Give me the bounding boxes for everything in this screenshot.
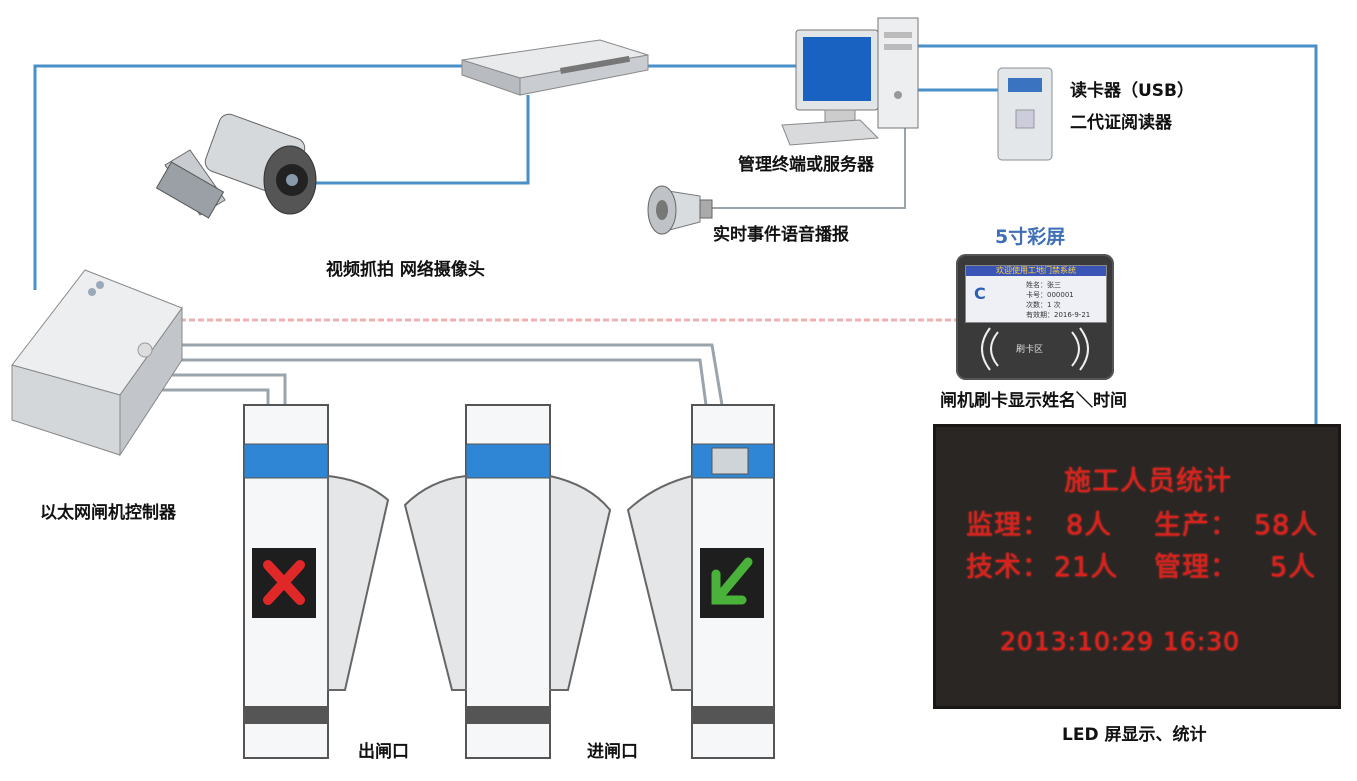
gate-cables [155, 343, 724, 406]
speaker-cable [710, 125, 906, 209]
led-caption: LED 屏显示、统计 [1062, 725, 1207, 745]
lcd-name: 姓名：张三 [1026, 281, 1061, 289]
network-switch [461, 39, 649, 96]
company-logo-icon: C [974, 284, 986, 303]
usb-card-reader [997, 67, 1053, 161]
speaker-label: 实时事件语音播报 [713, 225, 849, 245]
led-management-count: 5人 [1270, 552, 1317, 583]
ethernet-gate-controller [11, 269, 183, 457]
management-computer [781, 17, 919, 146]
middle-gate-post [465, 404, 551, 759]
led-statistics-board: 施工人员统计 监理： 8人 生产： 58人 技术： 21人 管理： 5人 201… [933, 424, 1341, 709]
speaker-horn [647, 185, 713, 235]
exit-gate-label: 出闸口 [358, 742, 409, 762]
lcd-header: 欢迎使用工地门禁系统 [966, 266, 1106, 276]
lcd-display: 欢迎使用工地门禁系统 C 姓名：张三 卡号：000001 次数：1 次 有效期：… [965, 265, 1107, 323]
reader-label-line2: 二代证阅读器 [1070, 113, 1172, 133]
red-x-icon [263, 560, 305, 605]
network-cables [33, 44, 1318, 424]
reader-label-line1: 读卡器（USB） [1070, 81, 1195, 101]
lcd-count: 次数：1 次 [1026, 301, 1061, 309]
server-led-cable [918, 44, 1318, 424]
led-technical-count: 21人 [1054, 552, 1119, 583]
rfid-waves-icon [981, 327, 1089, 371]
controller-switch-cable [33, 64, 462, 290]
led-management-label: 管理： [1154, 552, 1238, 583]
gate-flaps [327, 474, 693, 691]
screen-caption: 闸机刷卡显示姓名＼时间 [940, 391, 1127, 411]
lcd-valid: 有效期：2016-9-21 [1026, 311, 1091, 319]
green-arrow-icon [711, 557, 753, 605]
led-supervision-count: 8人 [1066, 510, 1113, 541]
server-label: 管理终端或服务器 [738, 155, 874, 175]
card-swipe-screen: 欢迎使用工地门禁系统 C 姓名：张三 卡号：000001 次数：1 次 有效期：… [956, 254, 1114, 380]
controller-label: 以太网闸机控制器 [40, 503, 176, 523]
swipe-zone-label: 刷卡区 [1016, 345, 1044, 355]
led-technical-label: 技术： [966, 552, 1050, 583]
entry-gate-label: 进闸口 [587, 742, 638, 762]
entry-gate-post [691, 404, 775, 759]
led-title: 施工人员统计 [1064, 466, 1232, 497]
camera-label: 视频抓拍 网络摄像头 [326, 260, 485, 280]
screen-title: 5寸彩屏 [995, 226, 1066, 248]
exit-gate-post [243, 404, 329, 759]
led-datetime: 2013:10:29 16:30 [1000, 627, 1241, 656]
led-supervision-label: 监理： [966, 510, 1050, 541]
card-reader-icon [711, 447, 749, 475]
lcd-card: 卡号：000001 [1026, 291, 1074, 299]
switch-camera-cable [312, 95, 530, 185]
network-camera [155, 113, 317, 219]
led-production-label: 生产： [1154, 510, 1238, 541]
led-production-count: 58人 [1254, 510, 1319, 541]
